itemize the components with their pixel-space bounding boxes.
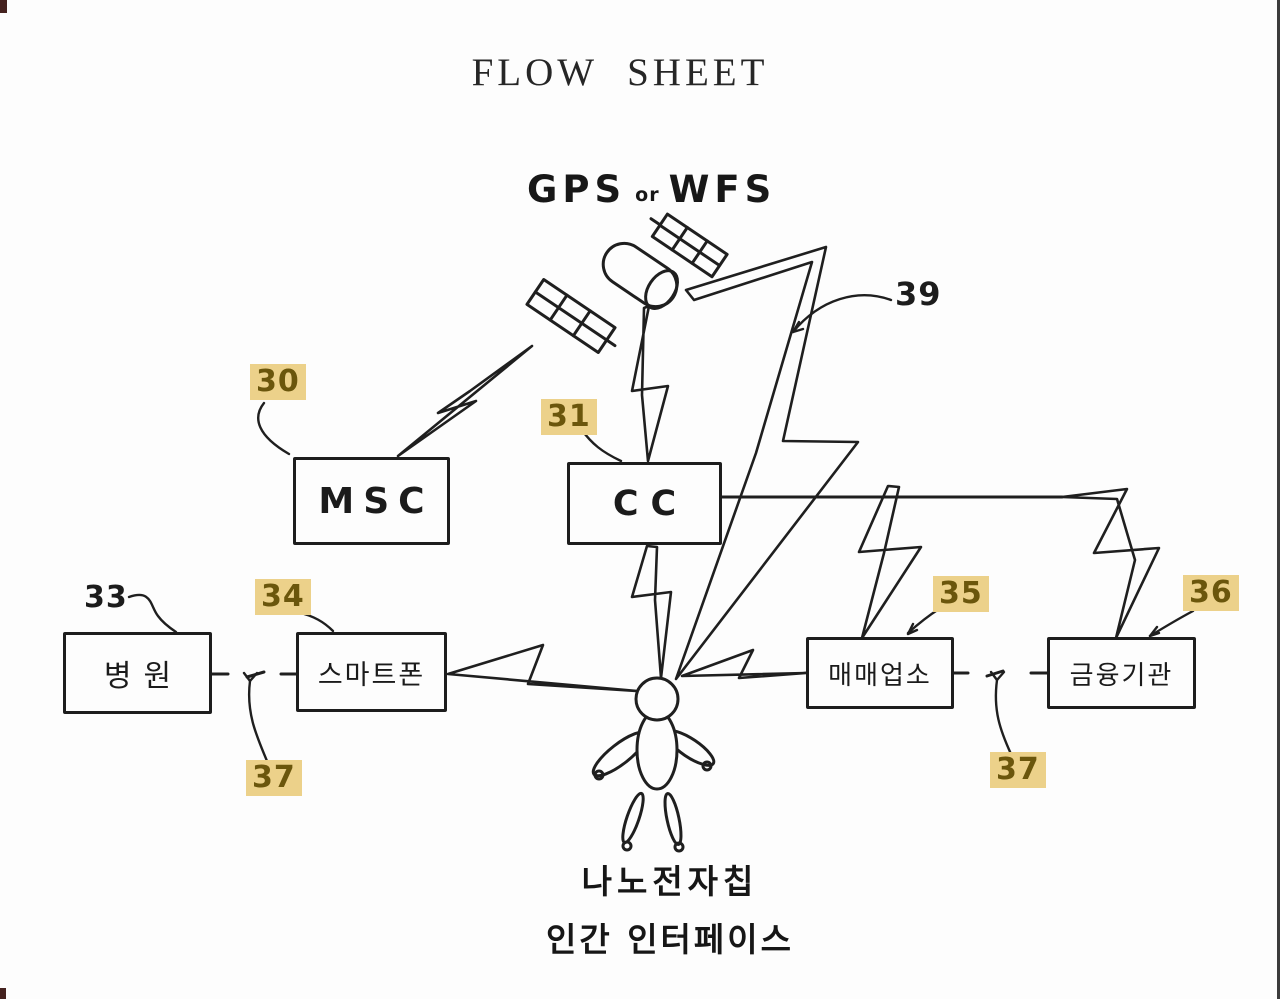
- ref-35: 35: [933, 576, 989, 612]
- satellite-label-gps: GPS: [527, 168, 627, 211]
- link-satellite-cc: [632, 306, 668, 461]
- node-hospital-label: 병원: [103, 659, 184, 694]
- bolt-trunk-bank: [1062, 489, 1159, 638]
- satellite-icon: [527, 208, 727, 358]
- bolt-39: [676, 247, 858, 679]
- scan-edge-artifact: [1277, 0, 1280, 999]
- link-person-store: [682, 650, 806, 678]
- ref-30: 30: [250, 364, 306, 400]
- node-smartphone: 스마트폰: [296, 632, 447, 712]
- node-msc-label: MSC: [318, 480, 434, 522]
- node-cc: CC: [567, 462, 722, 545]
- satellite-label-wfs: WFS: [668, 168, 777, 211]
- scan-speck-bottomleft: [0, 988, 6, 999]
- person-caption-line1: 나노전자칩: [581, 862, 759, 901]
- page-title: FLOW SHEET: [471, 51, 769, 94]
- bolt-trunk-store: [859, 486, 921, 638]
- node-store: 매매업소: [806, 637, 954, 709]
- satellite-label: GPS or WFS: [527, 168, 776, 211]
- node-msc: MSC: [293, 457, 450, 545]
- node-bank-label: 금융기관: [1069, 660, 1174, 691]
- ref-37-right: 37: [990, 752, 1046, 788]
- person-caption-line2: 인간 인터페이스: [545, 920, 794, 959]
- ref-37-left: 37: [246, 760, 302, 796]
- node-store-label: 매매업소: [828, 660, 932, 691]
- ref-39: 39: [895, 275, 942, 313]
- satellite-label-or: or: [635, 183, 660, 206]
- scan-speck-topleft: [0, 0, 7, 13]
- link-dashed-right: [953, 671, 1047, 676]
- person-caption: 나노전자칩 인간 인터페이스: [470, 855, 870, 961]
- person-figure: [588, 678, 718, 851]
- node-hospital: 병원: [63, 632, 212, 714]
- link-satellite-msc: [398, 346, 532, 456]
- node-smartphone-label: 스마트폰: [317, 659, 426, 691]
- node-bank: 금융기관: [1047, 637, 1196, 709]
- ref-33: 33: [84, 580, 128, 615]
- bolt-cc-person: [632, 546, 671, 678]
- link-smartphone-person: [448, 645, 637, 691]
- node-cc-label: CC: [612, 483, 689, 524]
- ref-31: 31: [541, 399, 597, 435]
- ref-36: 36: [1183, 575, 1239, 611]
- ref-34: 34: [255, 579, 311, 615]
